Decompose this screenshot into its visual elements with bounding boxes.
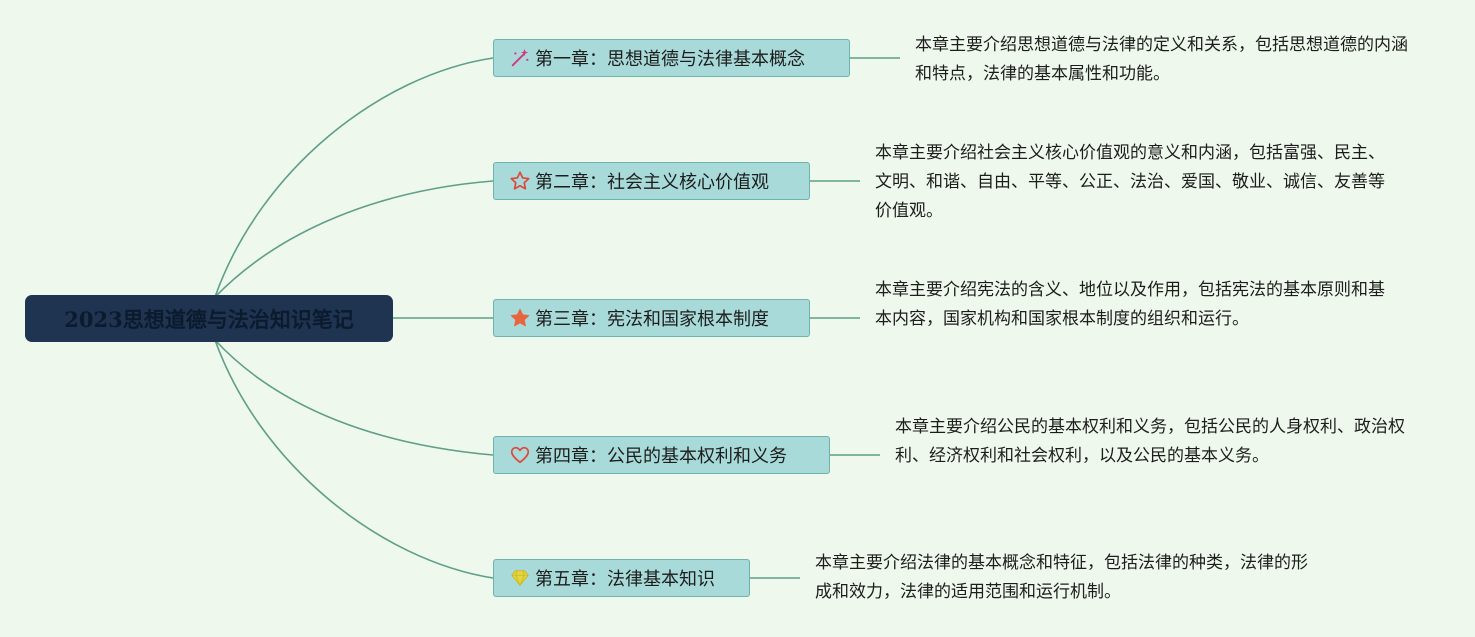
magic-wand-icon bbox=[508, 46, 532, 70]
chapter-node-4[interactable]: 第四章：公民的基本权利和义务 bbox=[493, 436, 830, 474]
chapter-node-5[interactable]: 第五章：法律基本知识 bbox=[493, 559, 750, 597]
diamond-icon bbox=[508, 566, 532, 590]
chapter-summary-2: 本章主要介绍社会主义核心价值观的意义和内涵，包括富强、民主、文明、和谐、自由、平… bbox=[875, 143, 1385, 221]
chapter-label-3: 第三章：宪法和国家根本制度 bbox=[535, 309, 769, 330]
branch-connector-2 bbox=[214, 180, 494, 298]
chapter-summary-5: 本章主要介绍法律的基本概念和特征，包括法律的种类，法律的形成和效力，法律的适用范… bbox=[815, 553, 1308, 602]
chapter-summary-3: 本章主要介绍宪法的含义、地位以及作用，包括宪法的基本原则和基本内容，国家机构和国… bbox=[875, 280, 1385, 329]
branch-connector-1 bbox=[214, 57, 494, 298]
chapter-label-1: 第一章：思想道德与法律基本概念 bbox=[535, 49, 805, 70]
chapter-label-2: 第二章：社会主义核心价值观 bbox=[535, 172, 769, 193]
star-outline-icon bbox=[508, 169, 532, 193]
branch-connector-4 bbox=[214, 339, 494, 456]
chapter-node-1[interactable]: 第一章：思想道德与法律基本概念 bbox=[493, 39, 850, 77]
chapter-label-5: 第五章：法律基本知识 bbox=[535, 569, 715, 590]
branch-connector-5 bbox=[214, 339, 494, 579]
star-filled-icon bbox=[508, 306, 532, 330]
root-topic[interactable]: 2023思想道德与法治知识笔记 bbox=[25, 295, 393, 342]
heart-outline-icon bbox=[508, 443, 532, 467]
chapter-label-4: 第四章：公民的基本权利和义务 bbox=[535, 446, 787, 467]
chapter-summary-1: 本章主要介绍思想道德与法律的定义和关系，包括思想道德的内涵和特点，法律的基本属性… bbox=[915, 35, 1408, 84]
root-topic-label: 2023思想道德与法治知识笔记 bbox=[64, 306, 354, 332]
chapter-node-2[interactable]: 第二章：社会主义核心价值观 bbox=[493, 162, 810, 200]
chapter-summary-4: 本章主要介绍公民的基本权利和义务，包括公民的人身权利、政治权利、经济权利和社会权… bbox=[895, 417, 1405, 466]
chapter-node-3[interactable]: 第三章：宪法和国家根本制度 bbox=[493, 299, 810, 337]
